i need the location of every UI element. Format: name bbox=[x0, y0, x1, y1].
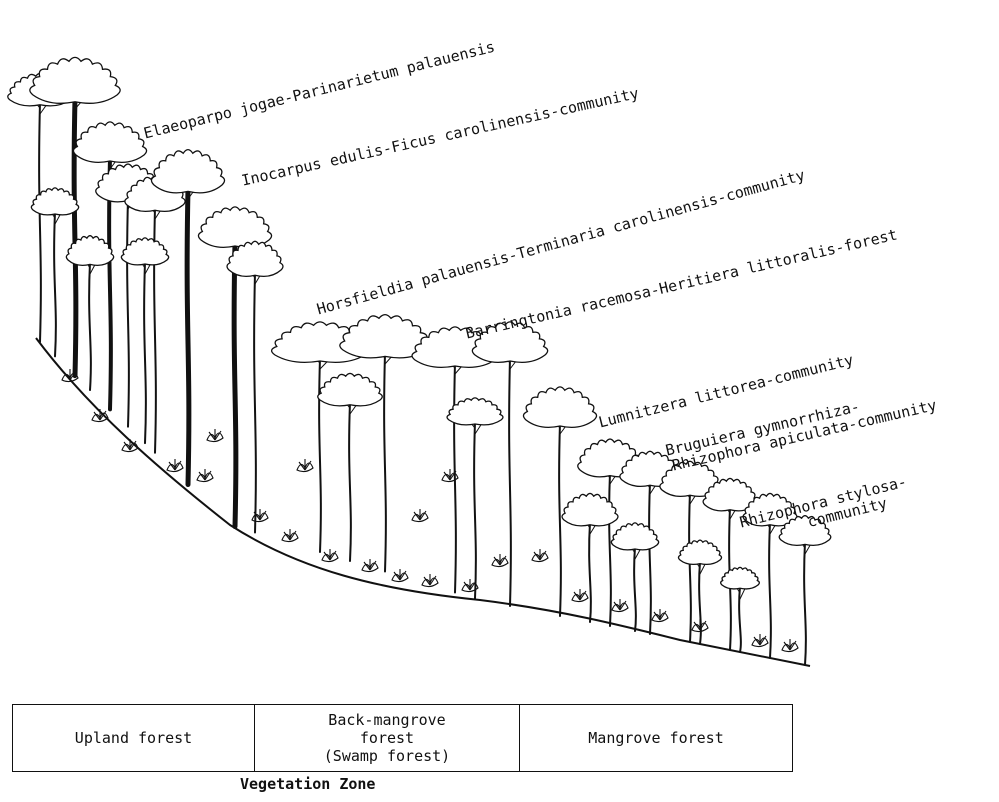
tree-trunk bbox=[454, 363, 456, 593]
tree-trunk bbox=[319, 358, 321, 552]
understory-plants bbox=[62, 369, 798, 652]
tree-crown bbox=[73, 122, 146, 163]
zone-back-mangrove-forest: Back-mangrove forest (Swamp forest) bbox=[254, 705, 519, 771]
understory-frond bbox=[694, 619, 706, 630]
tree-trunk bbox=[349, 402, 351, 561]
tree-trunk bbox=[254, 273, 256, 533]
tree-trunk bbox=[384, 353, 386, 571]
tree-trunk bbox=[74, 98, 76, 375]
tree-trunk bbox=[559, 423, 561, 616]
understory-frond bbox=[654, 609, 666, 620]
understory-frond bbox=[394, 569, 406, 580]
tree-trunk bbox=[39, 102, 41, 341]
tree-trunk bbox=[89, 262, 91, 390]
understory-frond bbox=[534, 549, 546, 560]
understory-frond bbox=[299, 459, 311, 470]
tree-crown bbox=[611, 523, 658, 550]
tree-crown bbox=[318, 373, 382, 405]
tree-trunk bbox=[509, 358, 511, 606]
tree-trunk bbox=[144, 262, 146, 443]
understory-frond bbox=[494, 554, 506, 565]
understory-frond bbox=[784, 639, 796, 650]
understory-frond bbox=[169, 459, 181, 470]
understory-frond bbox=[324, 549, 336, 560]
understory-frond bbox=[464, 579, 476, 590]
tree-trunk bbox=[739, 587, 741, 652]
tree-trunk bbox=[589, 522, 591, 622]
understory-frond bbox=[209, 429, 221, 440]
tree-crown bbox=[523, 387, 596, 428]
tree-trunk bbox=[689, 493, 691, 642]
understory-frond bbox=[424, 574, 436, 585]
vegetation-zone-table: Upland forest Back-mangrove forest (Swam… bbox=[12, 704, 793, 772]
understory-frond bbox=[284, 529, 296, 540]
understory-frond bbox=[614, 599, 626, 610]
tree-trunk bbox=[609, 473, 611, 626]
understory-frond bbox=[199, 469, 211, 480]
understory-frond bbox=[754, 634, 766, 645]
ground-profile bbox=[36, 338, 810, 666]
tree-crown bbox=[447, 398, 503, 425]
zone-mangrove-forest: Mangrove forest bbox=[519, 705, 792, 771]
tree-trunk bbox=[54, 212, 56, 356]
understory-frond bbox=[574, 589, 586, 600]
tree-trunk bbox=[127, 198, 129, 427]
tree-crown bbox=[198, 207, 271, 248]
tree-trunk bbox=[649, 483, 651, 634]
tree-trunk bbox=[634, 547, 636, 631]
tree-trunk bbox=[804, 542, 806, 665]
tree-trunk bbox=[474, 422, 476, 599]
tree-trunk bbox=[187, 188, 189, 484]
tree-crown bbox=[121, 238, 168, 265]
tree-crown bbox=[721, 567, 760, 589]
tree-trunk bbox=[769, 522, 771, 658]
understory-frond bbox=[414, 509, 426, 520]
tree-crown bbox=[151, 150, 224, 193]
tree-crown bbox=[678, 540, 721, 564]
understory-frond bbox=[364, 559, 376, 570]
vegetation-zone-caption: Vegetation Zone bbox=[240, 775, 375, 793]
zone-upland-forest: Upland forest bbox=[13, 705, 254, 771]
tree-trunk bbox=[234, 243, 236, 527]
tree-crown bbox=[30, 57, 120, 103]
